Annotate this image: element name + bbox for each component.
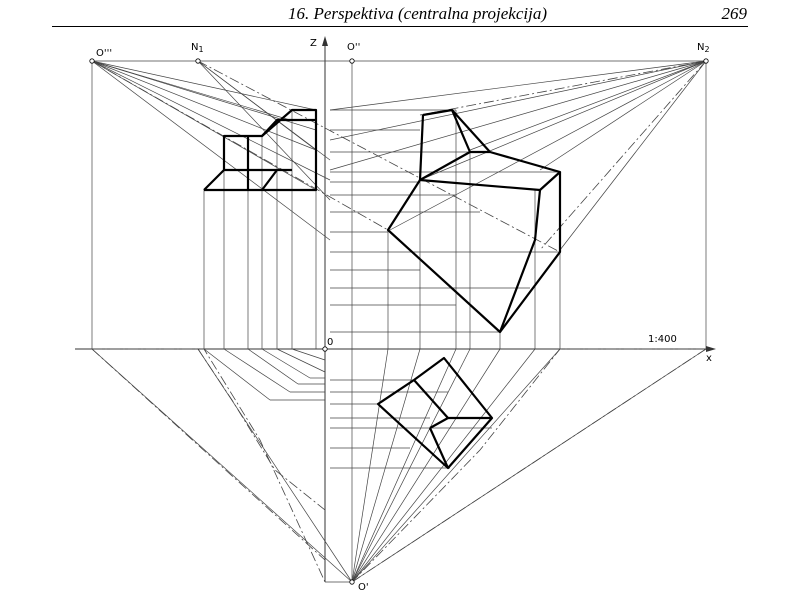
label-origin: 0 xyxy=(327,337,333,348)
axes xyxy=(75,36,716,583)
label-x-axis: x xyxy=(706,353,712,364)
n2-point xyxy=(703,58,709,64)
label-n2: N2 xyxy=(697,42,710,54)
dashed-construction-lines xyxy=(91,60,707,253)
header-rule xyxy=(52,26,748,27)
projector-lines xyxy=(203,109,561,469)
reference-points xyxy=(89,58,709,585)
chapter-title: 16. Perspektiva (centralna projekcija) xyxy=(288,4,548,23)
o-single-point xyxy=(349,579,355,585)
o-double-point xyxy=(349,58,355,64)
x-arrowhead xyxy=(706,346,716,352)
perspective-object xyxy=(386,108,562,334)
o-triple-point xyxy=(89,58,95,64)
plan-view-object xyxy=(376,356,494,470)
ray-lines xyxy=(91,60,707,583)
page-number: 269 xyxy=(721,4,748,23)
side-view-object xyxy=(203,108,318,192)
origin-point xyxy=(322,346,328,352)
diagram-labels: O''' N1 Z O'' N2 0 1:400 x O' xyxy=(96,38,712,593)
label-o-triple: O''' xyxy=(96,48,112,59)
page-header: 16. Perspektiva (centralna projekcija) 2… xyxy=(0,0,793,30)
n1-point xyxy=(195,58,201,64)
label-o-double: O'' xyxy=(347,42,360,53)
label-o-single: O' xyxy=(358,582,369,593)
label-z-axis: Z xyxy=(310,38,317,49)
label-n1: N1 xyxy=(191,42,204,54)
z-arrowhead xyxy=(322,36,328,46)
label-scale: 1:400 xyxy=(648,334,677,345)
plan-transfer-lines xyxy=(91,348,707,583)
